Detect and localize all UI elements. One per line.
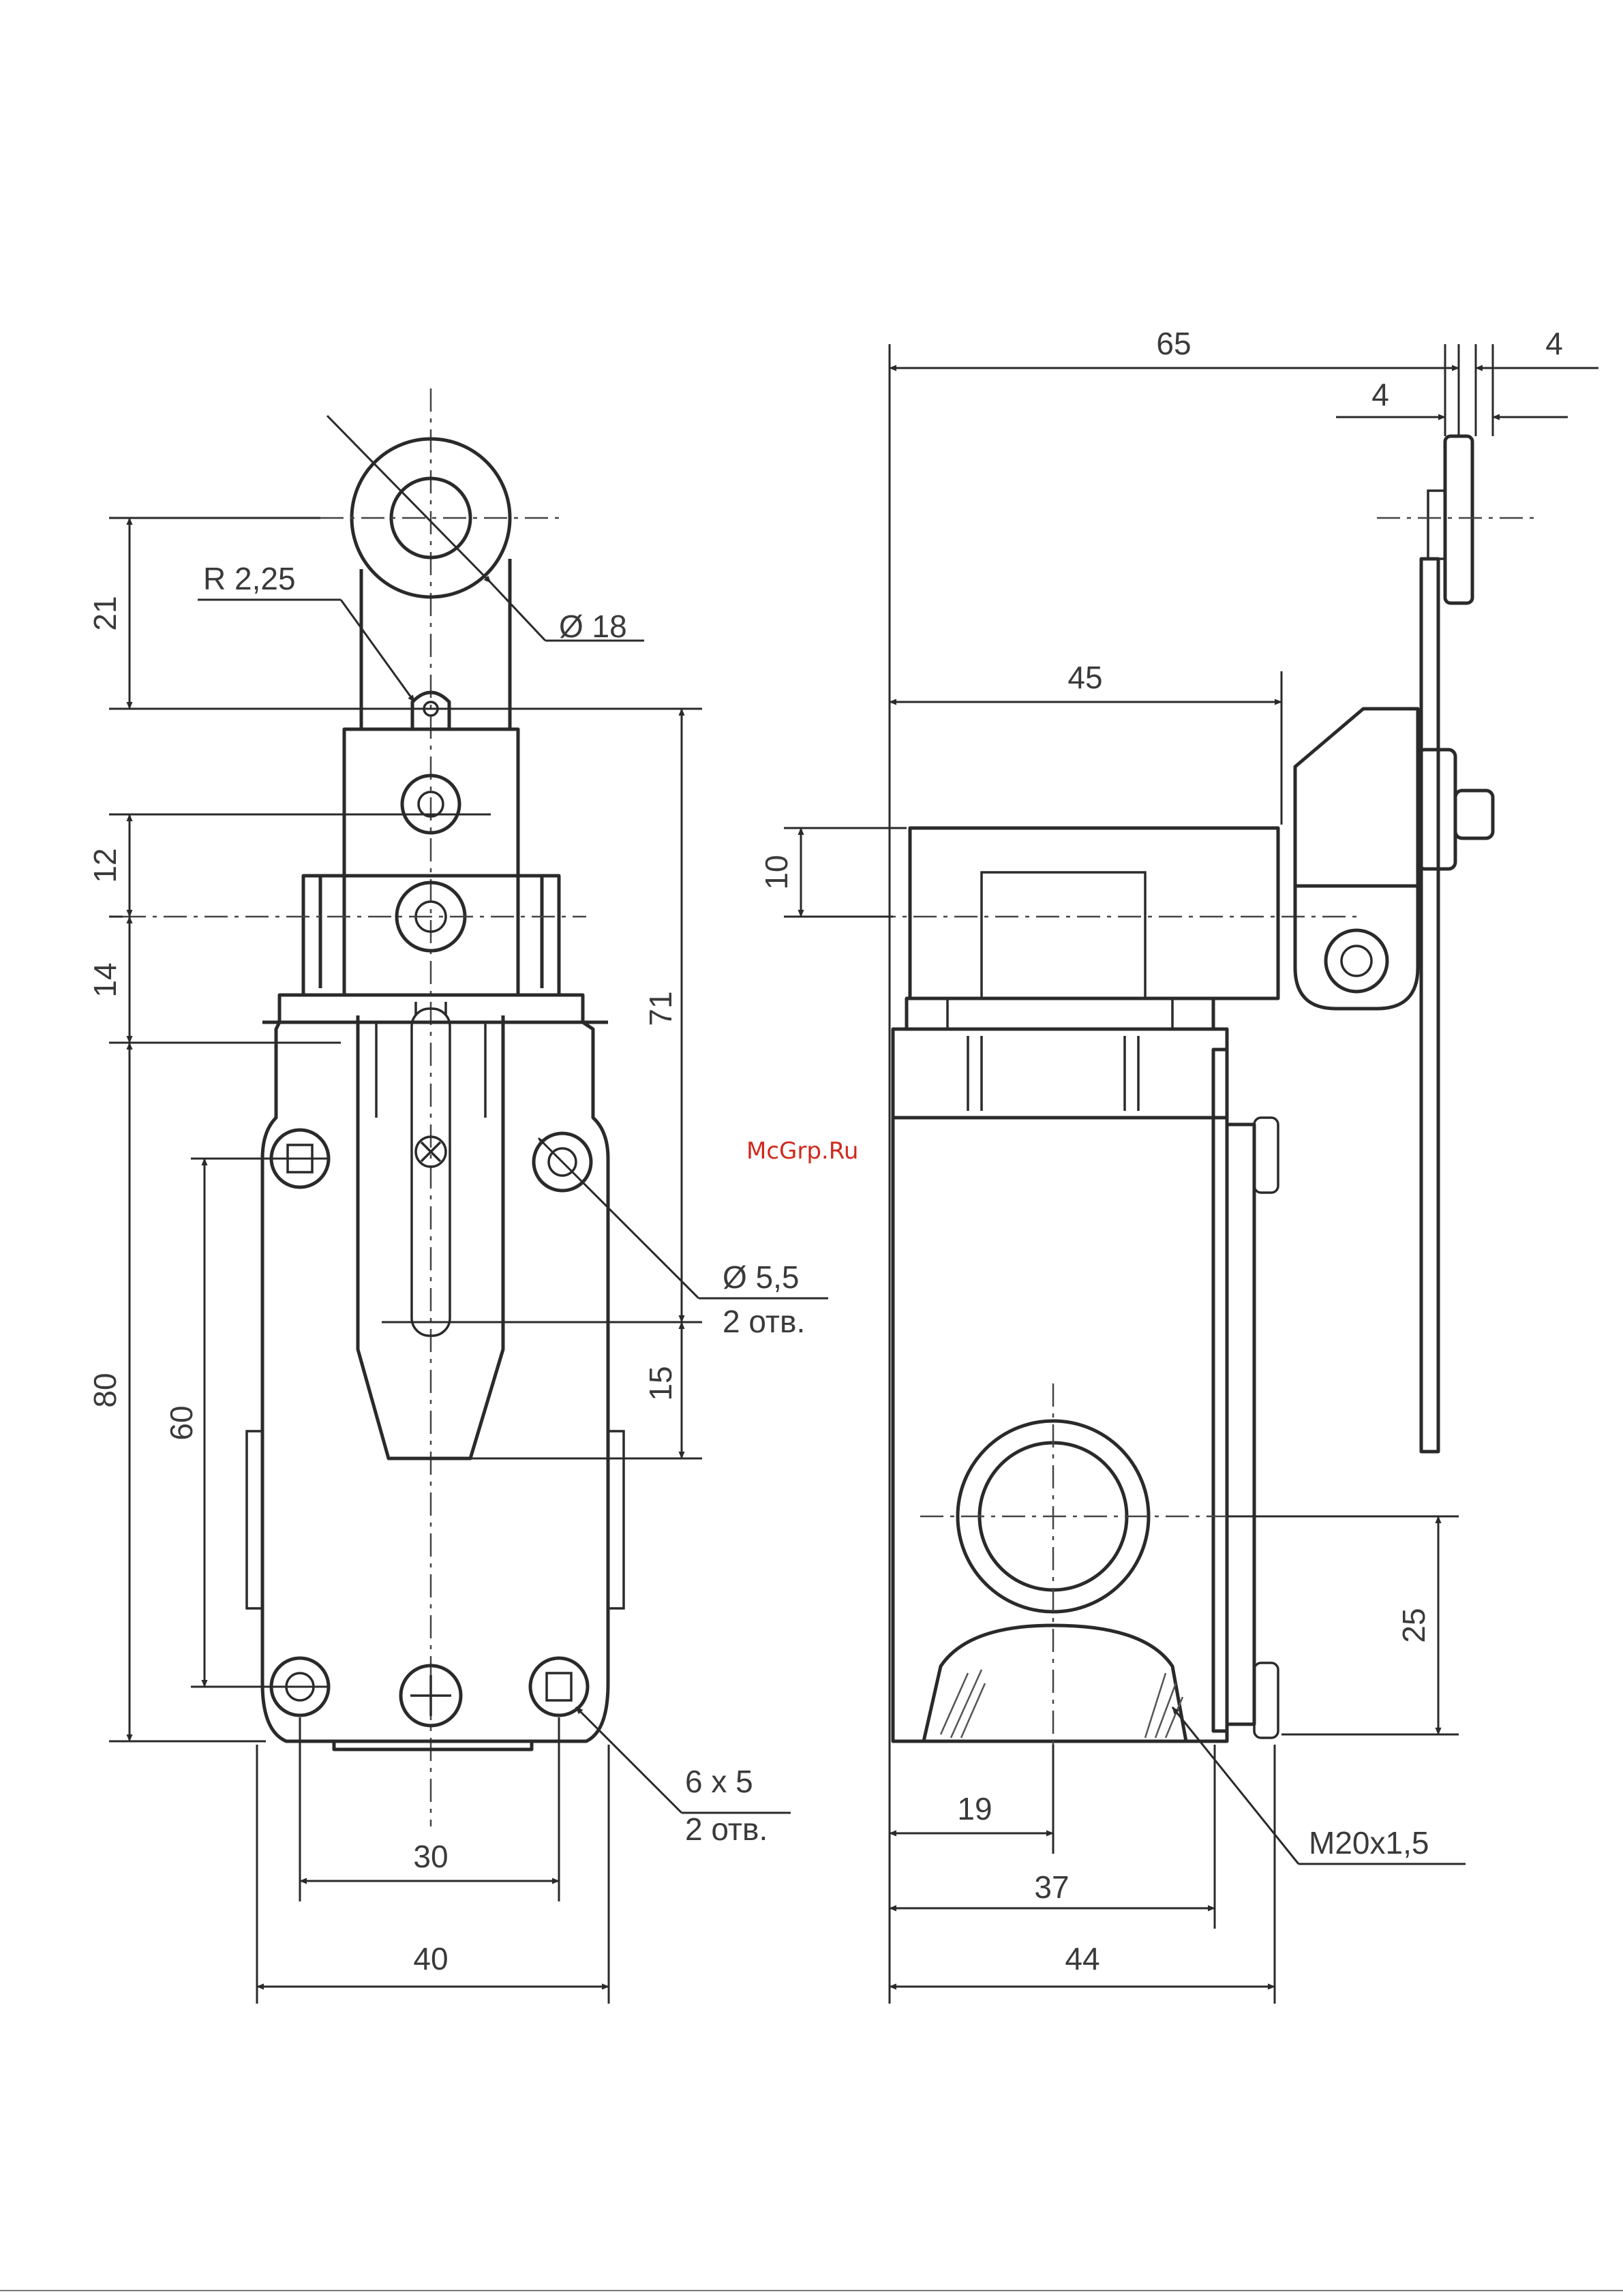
side-dimension-lines [801,368,1598,1987]
side-labels: 65 4 4 45 10 25 19 37 44 M20x1,5 [759,326,1563,1976]
page-bottom-rule [0,2290,1623,2291]
hole-count-label-2: 2 отв. [685,1811,768,1847]
hole-diameter-label: Ø 5,5 [723,1259,800,1295]
side-head [791,828,1363,1029]
thread-label: M20x1,5 [1309,1825,1429,1861]
dim-30-label: 30 [413,1839,448,1874]
slot-size-label: 6 x 5 [685,1764,753,1799]
side-extension-lines [784,344,1493,2004]
dim-19-label: 19 [957,1791,992,1826]
lever-hub [1295,709,1493,1009]
watermark: McGrp.Ru [746,1137,858,1165]
dim-4-label: 4 [1371,377,1389,412]
front-leaders [198,416,828,1813]
side-plate [1213,1050,1278,1738]
dim-71-label: 71 [643,991,678,1026]
dim-60-label: 60 [164,1405,199,1440]
hole-count-label-1: 2 отв. [723,1304,805,1339]
dim-37-label: 37 [1034,1869,1069,1905]
side-view: 65 4 4 45 10 25 19 37 44 M20x1,5 [759,326,1598,2004]
dim-44-label: 44 [1065,1941,1099,1976]
dim-21-label: 21 [87,596,123,630]
lever-arm [361,559,510,729]
dim-25-label: 25 [1396,1608,1431,1642]
front-labels: R 2,25 Ø 18 21 12 14 80 60 71 15 Ø 5,5 2… [87,561,805,1976]
roller-radius-label: R 2,25 [203,561,296,596]
dim-45-label: 45 [1067,660,1102,695]
dim-15-label: 15 [643,1366,678,1400]
actuator-head [123,729,586,995]
dim-40-label: 40 [413,1941,448,1976]
conduit-entry [920,1383,1459,1854]
dim-65-label: 65 [1156,326,1191,361]
front-dimension-lines [130,518,682,1987]
dim-80-label: 80 [87,1373,123,1407]
roller [320,439,559,597]
dim-14-label: 14 [87,962,123,997]
slot-bottom-right [530,1658,588,1715]
dim-4-top-label: 4 [1545,326,1563,361]
dim-12-label: 12 [87,848,123,883]
side-body [893,1029,1227,1741]
roller-diameter-label: Ø 18 [559,609,627,644]
front-extension-lines [109,518,702,2004]
front-view: R 2,25 Ø 18 21 12 14 80 60 71 15 Ø 5,5 2… [87,388,828,2004]
front-body [247,995,624,1749]
dim-10-label: 10 [759,855,794,889]
thread-hatch [941,1670,1183,1738]
rod-lever [1377,436,1541,1452]
